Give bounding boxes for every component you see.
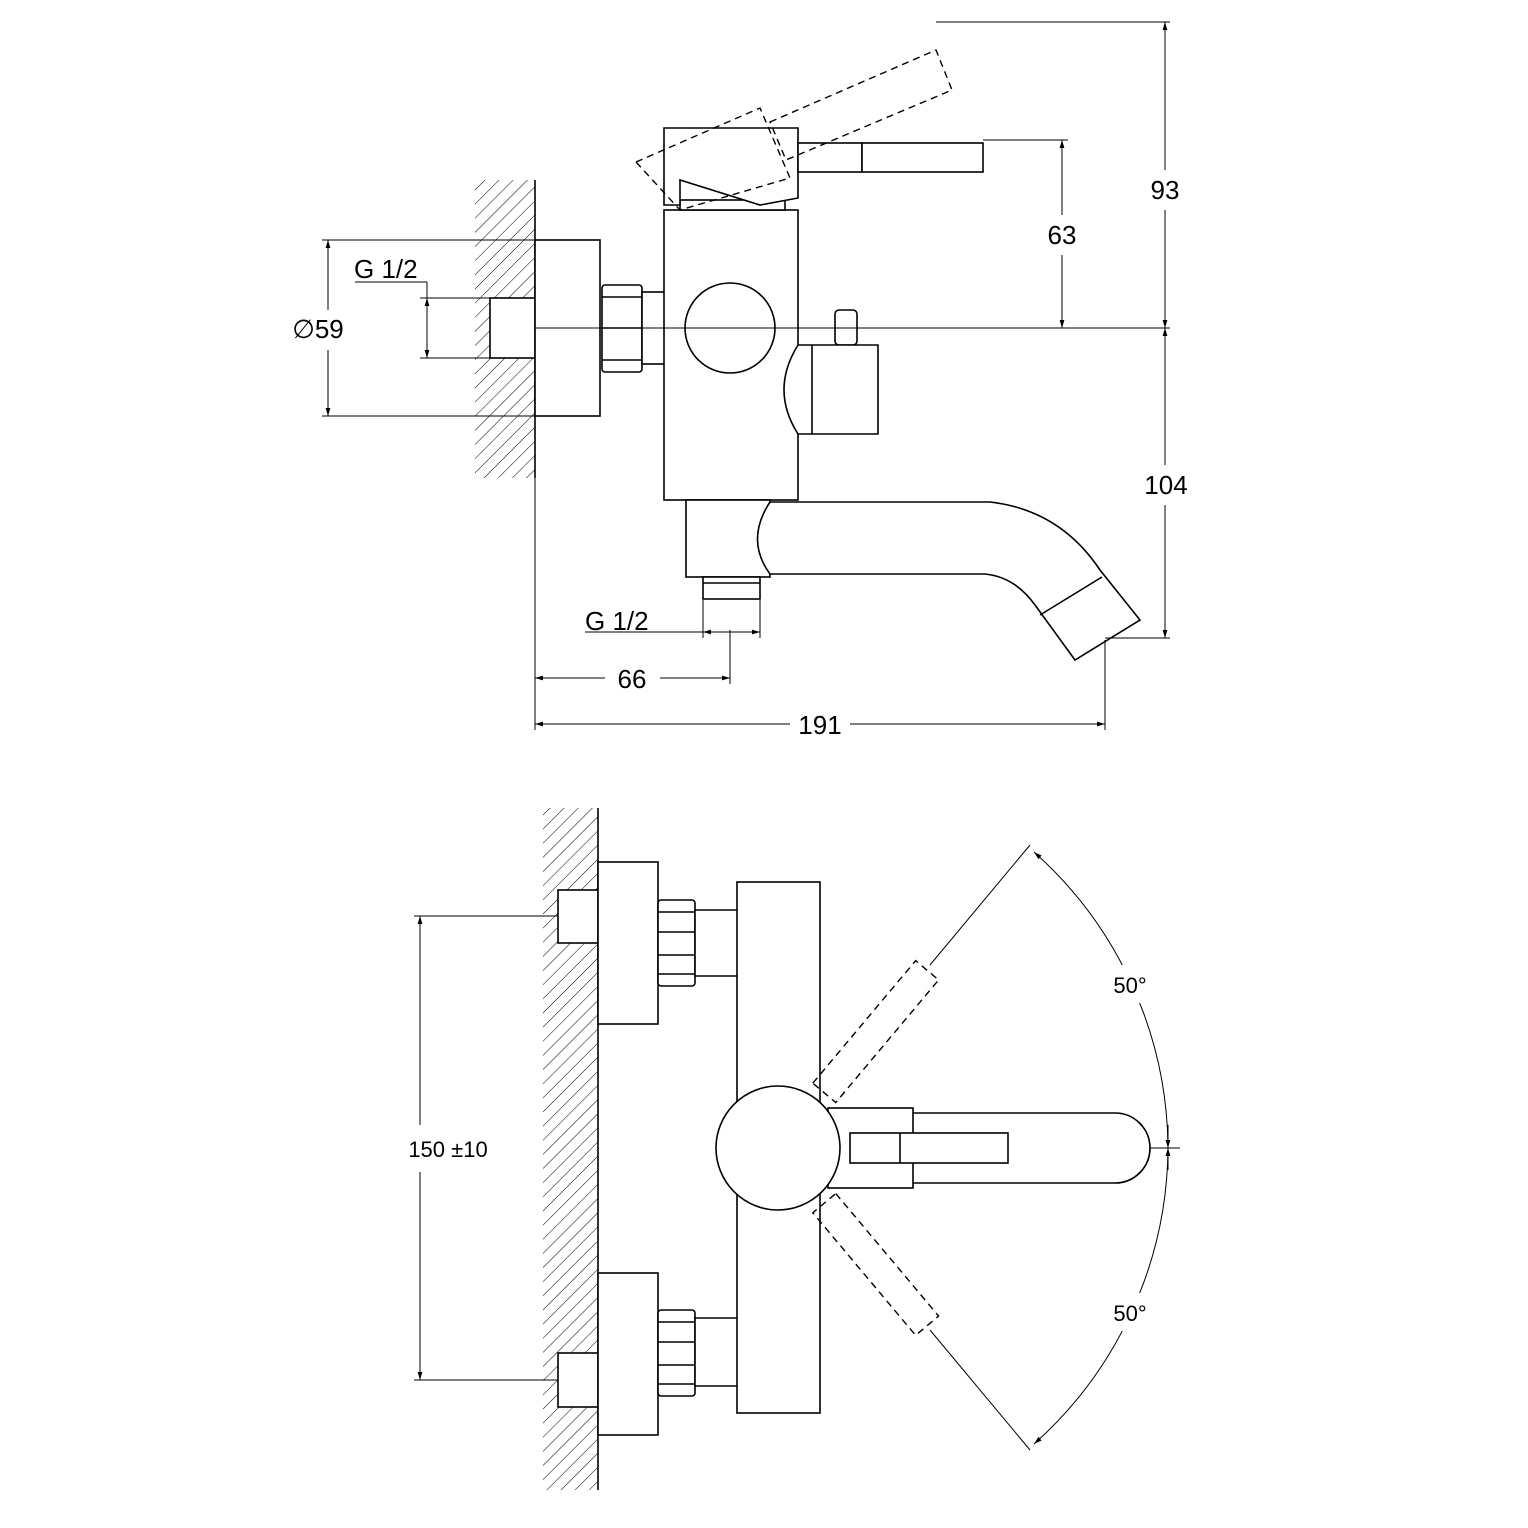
angle-upper-label: 50° xyxy=(1113,973,1146,998)
inlet-pipe xyxy=(489,297,536,359)
dim-93: 93 xyxy=(1151,175,1180,205)
dim-63: 63 xyxy=(1048,220,1077,250)
top-view: 50° 50° 150 ±10 xyxy=(408,808,1180,1490)
lever-raised-dashed xyxy=(634,49,953,211)
dim-66: 66 xyxy=(618,664,647,694)
lever-grip xyxy=(861,142,984,173)
dim-104: 104 xyxy=(1144,470,1187,500)
lever-dashed-positions xyxy=(811,959,940,1337)
cartridge-circle-top xyxy=(715,1085,841,1211)
lever-neck xyxy=(797,142,863,173)
outlet-connector xyxy=(702,576,761,600)
outlet-thread-label: G 1/2 xyxy=(585,606,649,636)
lever-top xyxy=(849,1132,1009,1164)
handle-base xyxy=(663,127,799,206)
spout xyxy=(756,501,1142,662)
dim-diameter-59: ∅59 xyxy=(292,314,344,344)
inlet-thread-label: G 1/2 xyxy=(354,254,418,284)
angle-lower-label: 50° xyxy=(1113,1301,1146,1326)
side-view: 93 63 104 191 66 ∅59 G 1/2 xyxy=(292,21,1188,740)
dim-191: 191 xyxy=(798,710,841,740)
aerator-line xyxy=(1039,576,1103,616)
dim-inlet-spacing: 150 ±10 xyxy=(408,1137,487,1162)
